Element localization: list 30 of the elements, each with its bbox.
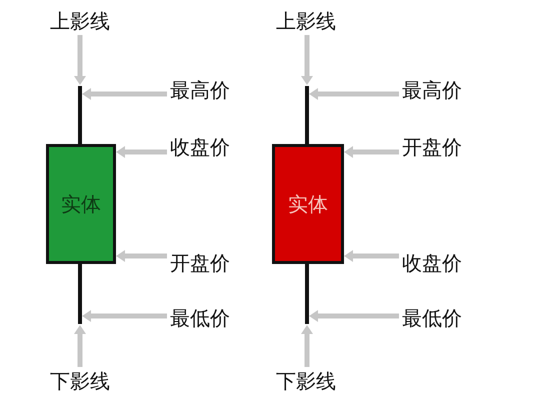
price-label: 最低价	[170, 307, 230, 329]
leader-arrow	[302, 35, 312, 85]
price-label: 收盘价	[170, 136, 230, 158]
price-label: 开盘价	[402, 136, 462, 158]
leader-arrow	[309, 312, 399, 320]
shadow-label: 下影线	[276, 370, 336, 392]
shadow-label: 上影线	[50, 10, 110, 32]
lower-wick	[305, 264, 309, 324]
leader-arrow	[344, 148, 399, 156]
shadow-label: 上影线	[276, 10, 336, 32]
candle-body: 实体	[46, 144, 116, 264]
price-label: 最高价	[170, 79, 230, 101]
upper-wick	[305, 86, 309, 144]
candle-body: 实体	[272, 144, 344, 264]
leader-arrow	[76, 35, 84, 85]
upper-wick	[78, 86, 82, 144]
leader-arrow	[116, 148, 167, 156]
leader-arrow	[82, 312, 167, 320]
leader-arrow	[309, 90, 399, 98]
price-label: 开盘价	[170, 252, 230, 274]
leader-arrow	[82, 90, 167, 98]
price-label: 最高价	[402, 79, 462, 101]
leader-arrow	[116, 252, 167, 260]
price-label: 收盘价	[402, 252, 462, 274]
lower-wick	[78, 264, 82, 324]
leader-arrow	[76, 325, 84, 367]
price-label: 最低价	[402, 307, 462, 329]
leader-arrow	[302, 325, 312, 367]
shadow-label: 下影线	[50, 370, 110, 392]
leader-arrow	[344, 252, 399, 260]
